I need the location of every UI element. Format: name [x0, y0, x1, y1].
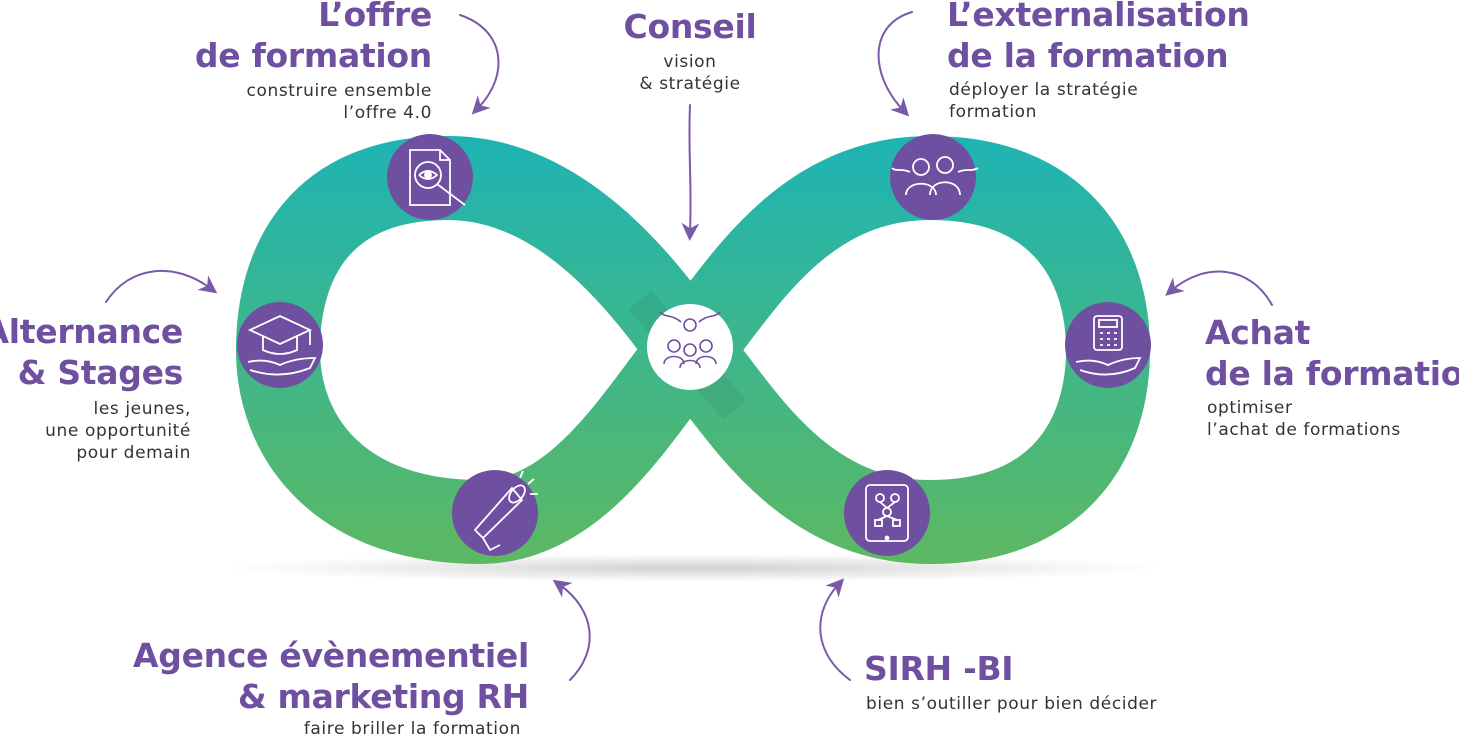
achat-subtitle: optimiser l’achat de formations: [1207, 398, 1401, 440]
team-wings-icon: [659, 311, 721, 369]
arrow-agence: [552, 579, 591, 681]
offre-title: L’offre de formation: [194, 0, 432, 75]
conseil-title: Conseil: [623, 7, 757, 46]
sirh-title: SIRH -BI: [864, 649, 1014, 688]
alternance-title: Alternance & Stages: [0, 312, 183, 392]
conseil-subtitle: vision & stratégie: [639, 52, 741, 94]
ring-shadow: [225, 554, 1165, 582]
node-achat: [1065, 302, 1151, 388]
megaphone-icon: [473, 470, 538, 552]
node-offre: [387, 134, 473, 220]
arrows: [105, 11, 1273, 681]
node-sirh: [844, 470, 930, 556]
document-eye-magnifier-icon: [409, 149, 466, 206]
people-wings-icon: [891, 156, 979, 196]
sirh-subtitle: bien s’outiller pour bien décider: [866, 694, 1158, 714]
node-alternance: [237, 302, 323, 388]
alternance-subtitle: les jeunes, une opportunité pour demain: [45, 399, 191, 463]
agence-subtitle: faire briller la formation: [303, 719, 521, 739]
arrow-alternance: [105, 269, 218, 303]
arrow-externalisation: [877, 11, 913, 117]
tablet-orgchart-icon: [865, 484, 909, 542]
graduation-cap-hand-icon: [247, 315, 317, 376]
calculator-hand-icon: [1075, 315, 1142, 376]
center-node: [647, 304, 733, 390]
arrow-achat: [1165, 270, 1273, 306]
achat-title: Achat de la formation: [1205, 313, 1459, 393]
agence-title: Agence évènementiel & marketing RH: [133, 636, 529, 716]
externalisation-title: L’externalisation de la formation: [947, 0, 1250, 75]
externalisation-subtitle: déployer la stratégie formation: [949, 80, 1139, 122]
arrow-offre: [459, 14, 500, 115]
node-agence: [452, 470, 538, 556]
arrow-sirh: [819, 578, 851, 681]
arrow-conseil: [681, 104, 700, 241]
node-externalisation: [890, 134, 979, 220]
offre-subtitle: construire ensemble l’offre 4.0: [246, 81, 432, 123]
